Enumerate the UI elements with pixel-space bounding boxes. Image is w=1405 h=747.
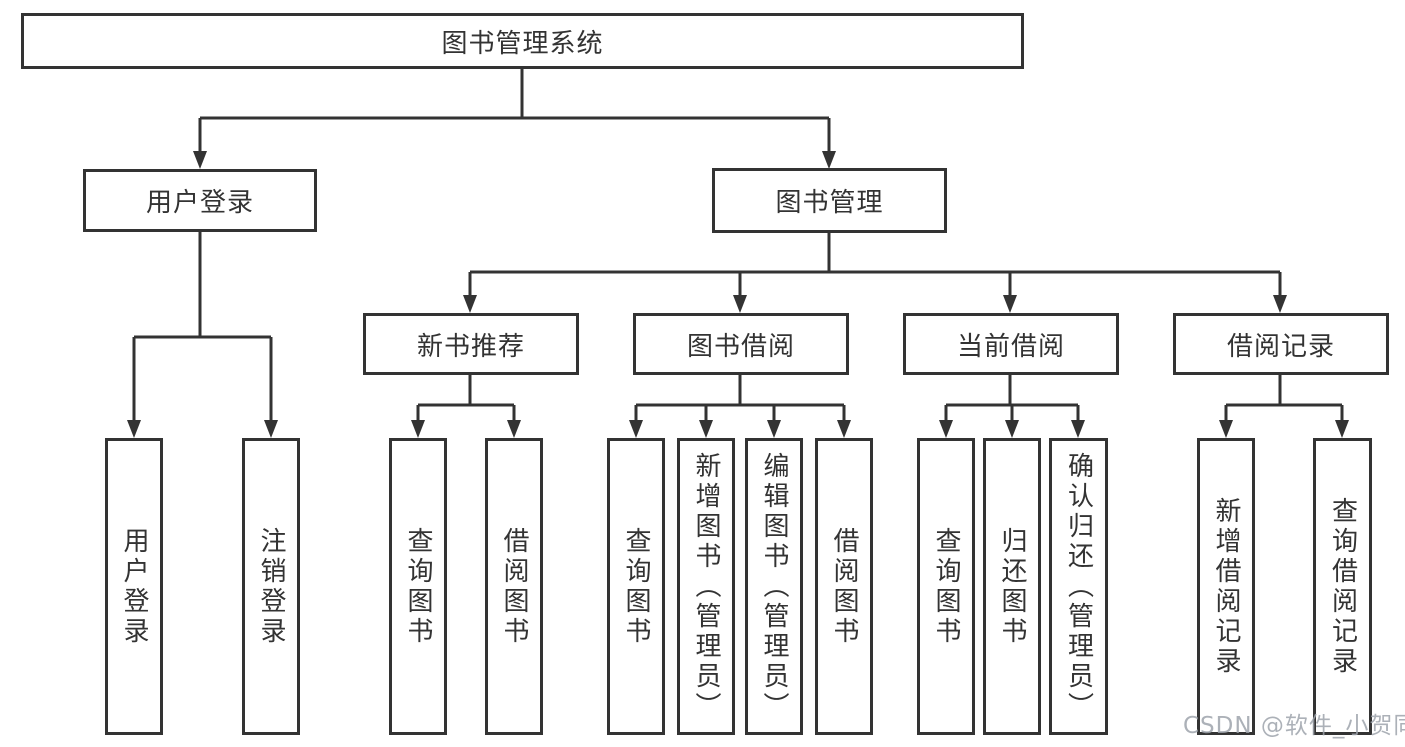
leaf-logout: 注销登录 [242, 438, 300, 735]
leaf-query-books-borrowing: 查询图书 [607, 438, 665, 735]
leaf-confirm-return-admin: 确认归还（管理员） [1049, 438, 1108, 735]
node-user-login-branch: 用户登录 [83, 169, 317, 232]
leaf-query-borrow-record: 查询借阅记录 [1313, 438, 1372, 735]
leaf-user-login: 用户登录 [105, 438, 163, 735]
node-new-book-recommend: 新书推荐 [363, 313, 579, 375]
leaf-add-books-admin: 新增图书（管理员） [677, 438, 735, 735]
connector-root-to-level2 [193, 69, 836, 169]
connector-book-borrowing-to-leaves [629, 375, 851, 438]
node-borrowing-records: 借阅记录 [1173, 313, 1389, 375]
leaf-borrow-books: 借阅图书 [815, 438, 873, 735]
connector-book-management-to-sections [463, 233, 1287, 313]
node-library-management-system: 图书管理系统 [21, 13, 1024, 69]
node-current-borrowing: 当前借阅 [903, 313, 1119, 375]
leaf-query-books-recommend: 查询图书 [389, 438, 447, 735]
leaf-query-books-current: 查询图书 [917, 438, 975, 735]
node-book-borrowing: 图书借阅 [633, 313, 849, 375]
connector-user-login-to-leaves [127, 232, 278, 438]
leaf-edit-books-admin: 编辑图书（管理员） [745, 438, 803, 735]
leaf-add-borrow-record: 新增借阅记录 [1197, 438, 1255, 735]
connector-new-book-recommend-to-leaves [411, 375, 521, 438]
leaf-return-books: 归还图书 [983, 438, 1041, 735]
leaf-borrow-books-recommend: 借阅图书 [485, 438, 543, 735]
csdn-watermark: CSDN @软件_小贺同学 [1183, 713, 1405, 739]
connector-borrowing-records-to-leaves [1219, 375, 1349, 438]
connector-current-borrowing-to-leaves [939, 375, 1085, 438]
node-book-management-branch: 图书管理 [712, 168, 947, 233]
